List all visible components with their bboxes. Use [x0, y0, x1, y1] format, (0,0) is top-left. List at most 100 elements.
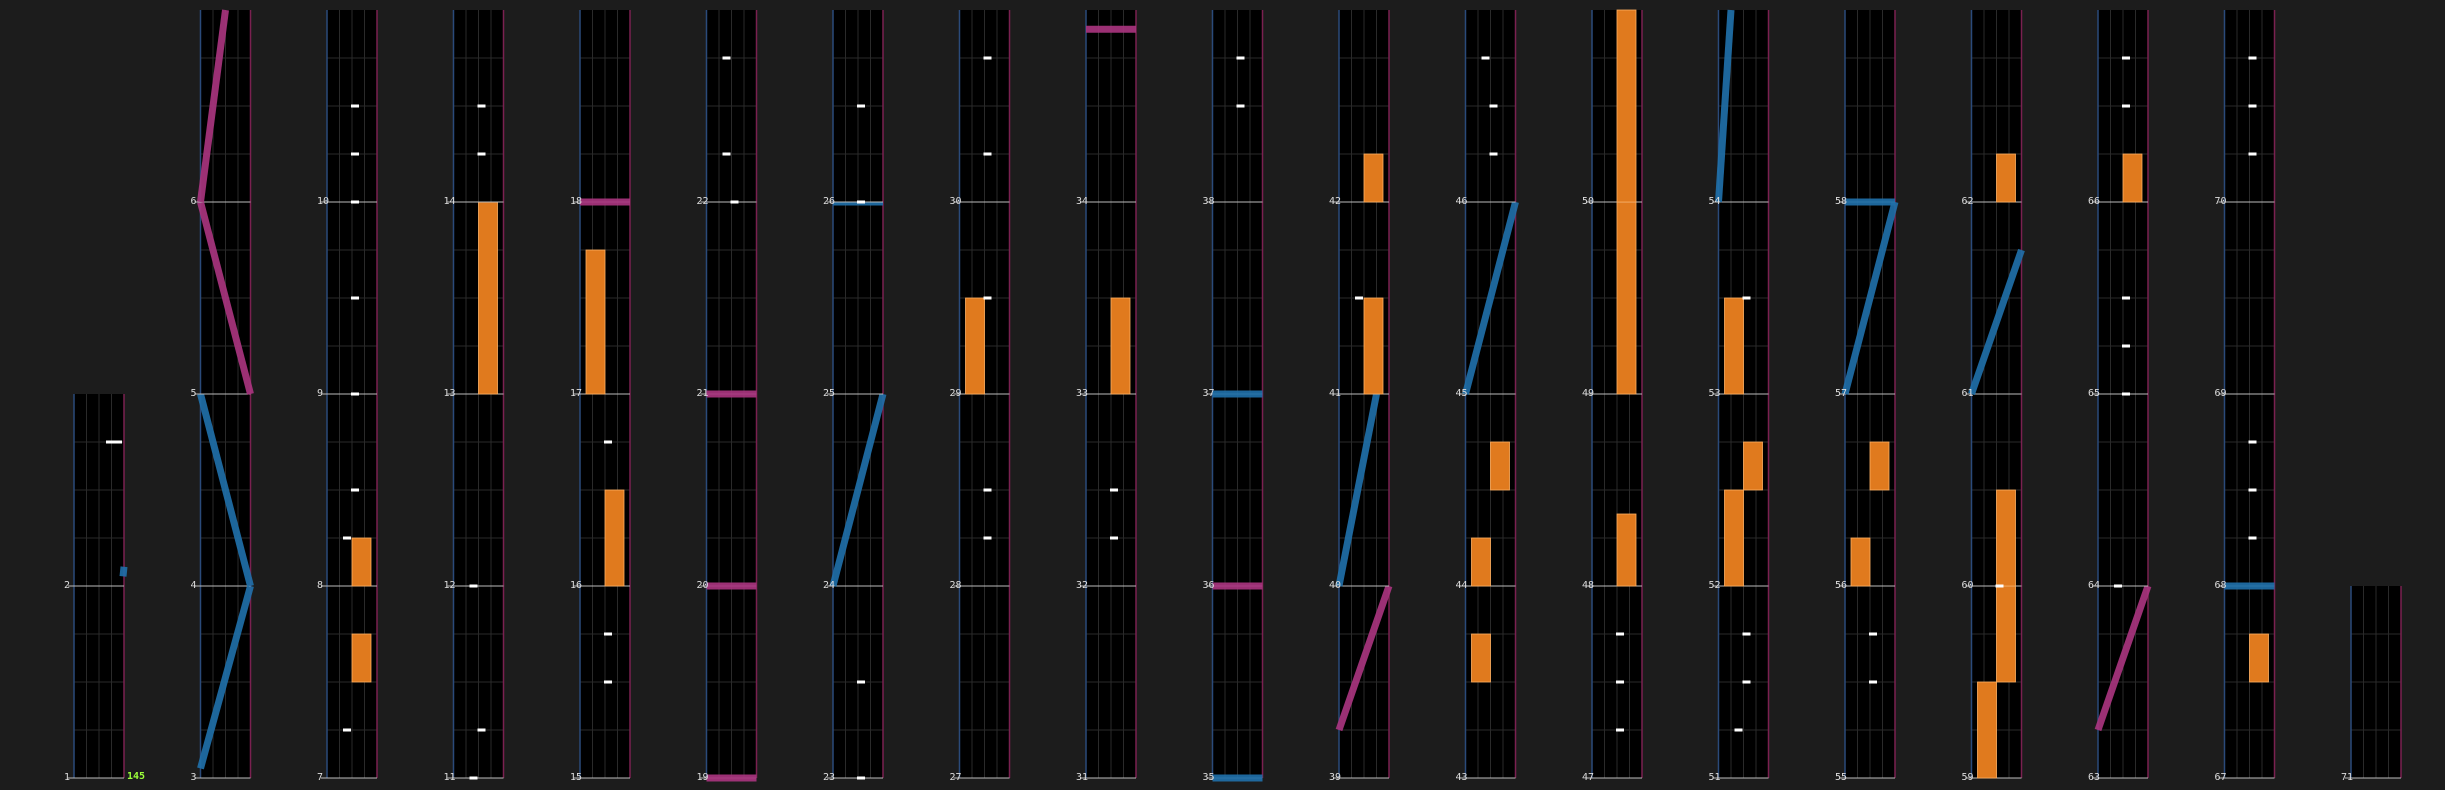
bt-tap-note [730, 200, 739, 204]
laser-segment [1715, 9, 1735, 203]
measure-number: 22 [696, 196, 709, 207]
laser-segment [197, 201, 254, 395]
bt-tap-note [722, 152, 731, 156]
measure-number: 26 [823, 196, 836, 207]
measure-number: 68 [2214, 580, 2227, 591]
bt-tap-note [114, 440, 122, 444]
bt-tap-note [351, 152, 359, 156]
bt-tap-note [2248, 488, 2257, 492]
bt-tap-note [983, 296, 992, 300]
measure-number: 69 [2214, 388, 2227, 399]
measure-number: 70 [2214, 196, 2227, 207]
laser-segment [197, 9, 229, 203]
bt-tap-note [343, 536, 351, 540]
fx-hold-note [351, 537, 372, 587]
fx-hold-note [1743, 441, 1763, 491]
fx-hold-note [1869, 441, 1890, 491]
bt-tap-note [2248, 536, 2257, 540]
laser-segment [1968, 248, 2025, 396]
measure-number: 40 [1329, 580, 1342, 591]
measure-number: 29 [949, 388, 962, 399]
measure-number: 50 [1582, 196, 1595, 207]
fx-hold-note [604, 489, 625, 587]
bt-tap-note [1616, 728, 1624, 732]
bt-tap-note [351, 392, 359, 396]
measure-number: 31 [1076, 772, 1089, 783]
measure-number: 55 [1835, 772, 1848, 783]
measure-number: 32 [1076, 580, 1089, 591]
measure-number: 67 [2214, 772, 2227, 783]
measure-number: 46 [1455, 196, 1468, 207]
measure-number: 25 [823, 388, 836, 399]
bt-tap-note [2122, 104, 2130, 108]
measure-number: 49 [1582, 388, 1595, 399]
bt-tap-note [857, 104, 865, 108]
measure-number: 15 [570, 772, 583, 783]
bt-tap-note [604, 632, 612, 636]
bt-tap-note [351, 200, 359, 204]
bt-tap-note [1742, 680, 1751, 684]
bt-tap-note [477, 152, 486, 156]
laser-segment [1335, 393, 1380, 587]
bt-tap-note [983, 152, 992, 156]
bt-tap-note [2248, 152, 2257, 156]
fx-hold-note [1363, 153, 1384, 203]
measure-number: 21 [696, 388, 709, 399]
measure-number: 64 [2088, 580, 2101, 591]
bt-tap-note [2122, 56, 2130, 60]
bt-tap-note [1481, 56, 1490, 60]
bt-tap-note [2248, 104, 2257, 108]
fx-hold-note [1724, 489, 1744, 587]
fx-hold-note [1724, 297, 1744, 395]
bpm-label: 145 [127, 771, 146, 782]
bt-tap-note [2114, 584, 2122, 588]
measure-number: 58 [1835, 196, 1848, 207]
measure-number: 56 [1835, 580, 1848, 591]
measure-number: 51 [1708, 772, 1721, 783]
bt-tap-note [1869, 680, 1877, 684]
fx-hold-note [1996, 153, 2016, 203]
bt-tap-note [106, 440, 114, 444]
bt-tap-note [1489, 152, 1498, 156]
fx-hold-note [1616, 9, 1637, 203]
bt-tap-note [477, 104, 486, 108]
bt-tap-note [469, 584, 478, 588]
bt-tap-note [983, 488, 992, 492]
fx-hold-note [965, 297, 985, 395]
measure-number: 54 [1708, 196, 1721, 207]
measure-number: 37 [1202, 388, 1215, 399]
measure-number: 36 [1202, 580, 1215, 591]
bt-tap-note [2248, 56, 2257, 60]
measure-number: 8 [317, 580, 324, 591]
fx-hold-note [1110, 297, 1131, 395]
fx-hold-note [351, 633, 372, 683]
bt-tap-note [1616, 632, 1624, 636]
measure-number: 34 [1076, 196, 1089, 207]
bt-tap-note [469, 776, 478, 780]
measure-number: 65 [2088, 388, 2101, 399]
measure-number: 19 [696, 772, 709, 783]
measure-number: 18 [570, 196, 583, 207]
bt-tap-note [1995, 584, 2004, 588]
measure-number: 35 [1202, 772, 1215, 783]
measure-number: 52 [1708, 580, 1721, 591]
bt-tap-note [2122, 296, 2130, 300]
bt-tap-note [983, 536, 992, 540]
bt-tap-note [1742, 296, 1751, 300]
measure-number: 48 [1582, 580, 1595, 591]
laser-segment [829, 393, 887, 587]
measure-number: 30 [949, 196, 962, 207]
bt-tap-note [604, 440, 612, 444]
measure-number: 20 [696, 580, 709, 591]
measure-number: 59 [1961, 772, 1974, 783]
fx-hold-note [2249, 633, 2269, 683]
measure-number: 61 [1961, 388, 1974, 399]
measure-number: 42 [1329, 196, 1342, 207]
measure-number: 44 [1455, 580, 1468, 591]
measure-number: 7 [317, 772, 324, 783]
measure-number: 12 [443, 580, 456, 591]
measure-number: 60 [1961, 580, 1974, 591]
bt-tap-note [2122, 344, 2130, 348]
measure-number: 17 [570, 388, 583, 399]
